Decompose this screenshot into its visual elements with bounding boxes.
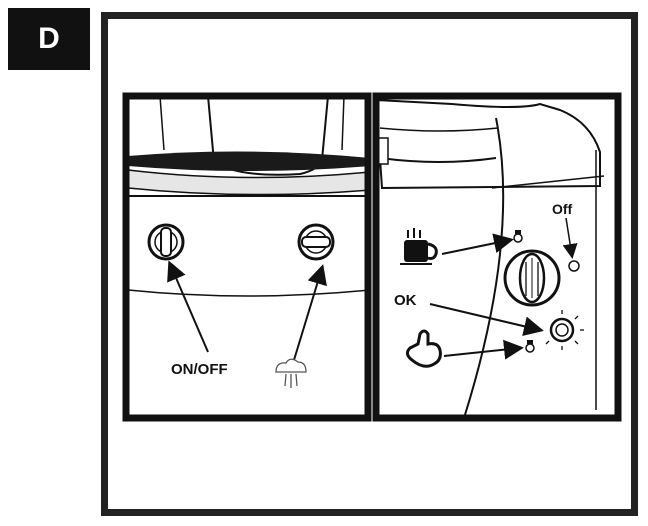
steam-arrow <box>293 264 327 361</box>
selector-dial <box>503 249 561 307</box>
figure-frame <box>101 12 638 516</box>
left-panel: ON/OFF <box>122 92 372 422</box>
indicator-lamp-icon-bottom <box>525 340 535 353</box>
steam-icon <box>275 358 307 388</box>
onoff-arrow <box>167 260 209 353</box>
off-label: Off <box>552 201 573 217</box>
coffee-cup-icon <box>400 228 438 265</box>
right-panel-border <box>372 92 622 422</box>
left-panel-border <box>122 92 372 422</box>
figure-badge-letter: D <box>38 22 60 55</box>
right-panel: Off OK <box>372 92 622 422</box>
onoff-knob <box>147 223 185 261</box>
indicator-lamp-icon-top <box>513 230 523 243</box>
ok-lamp <box>545 310 584 350</box>
coffee-arrow <box>441 233 514 255</box>
hand-pointer-icon <box>405 329 442 368</box>
figure-badge: D <box>8 8 90 70</box>
hand-arrow <box>443 339 524 360</box>
onoff-label: ON/OFF <box>171 361 228 378</box>
off-lamp <box>568 260 580 272</box>
ok-label: OK <box>394 292 417 309</box>
ok-arrow <box>429 303 544 337</box>
steam-knob <box>297 223 335 261</box>
off-arrow <box>562 217 578 259</box>
